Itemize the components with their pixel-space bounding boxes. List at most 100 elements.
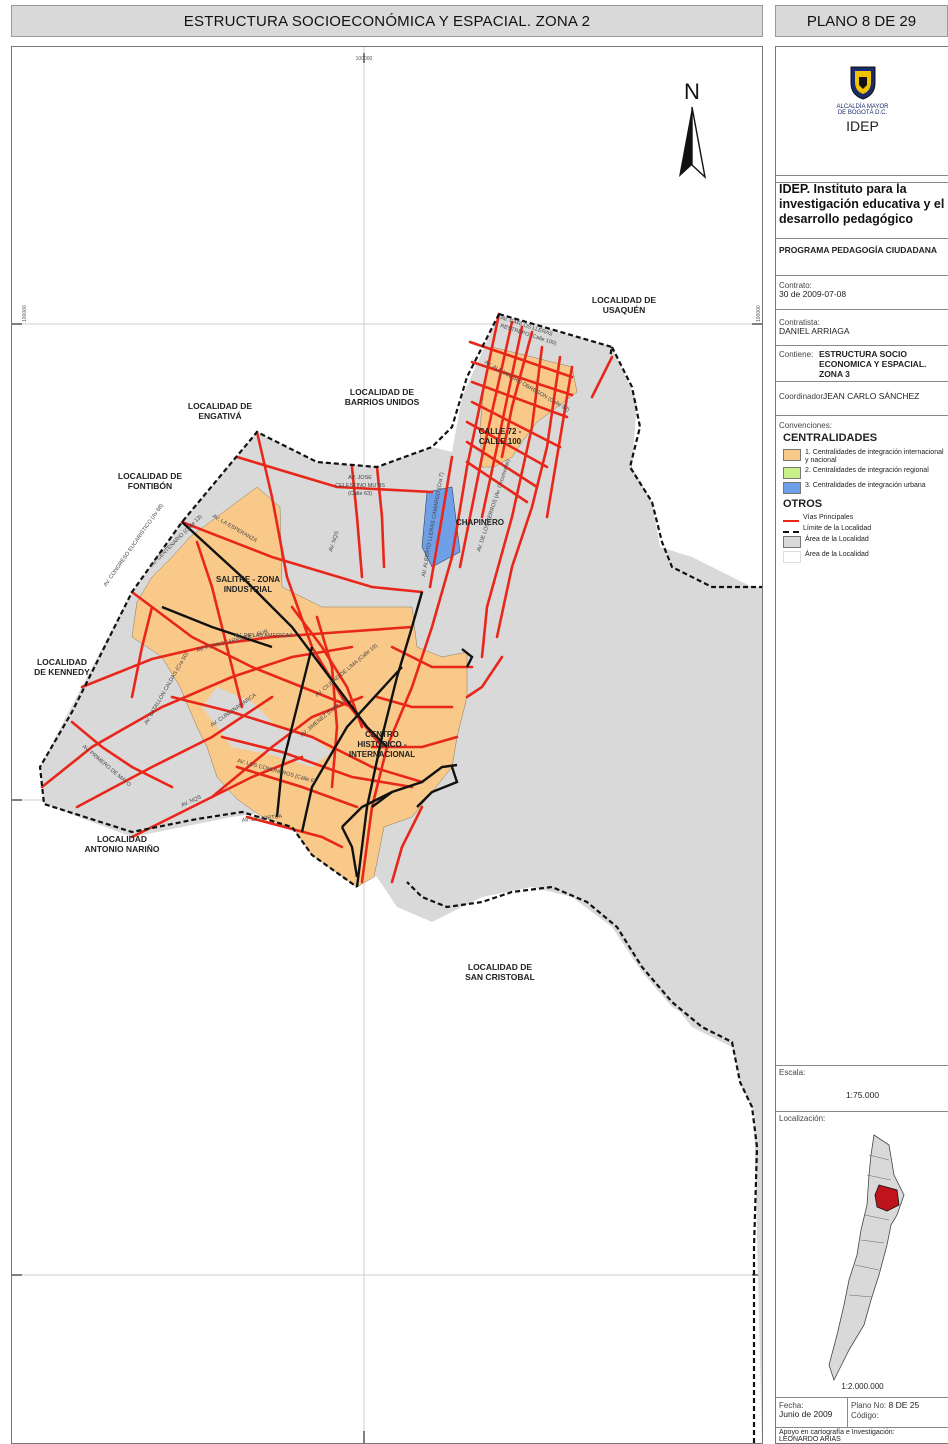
- logo-text: ALCALDÍA MAYOR DE BOGOTÁ D.C.: [779, 104, 946, 117]
- program-block: PROGRAMA PEDAGOGÍA CIUDADANA: [776, 239, 948, 276]
- legend-label: 3. Centralidades de integración urbana: [805, 482, 926, 490]
- legend-item-boundary: Límite de la Localidad: [783, 525, 946, 533]
- contractor-block: Contratista: DANIEL ARRIAGA: [776, 310, 948, 346]
- grid-label-left: 100000: [22, 305, 28, 322]
- conventions-label: Convenciones:: [779, 421, 832, 430]
- date-label: Fecha:: [779, 1401, 804, 1410]
- otros-title: OTROS: [783, 498, 823, 511]
- scale-block: Escala: 1:75.000: [776, 1066, 948, 1112]
- legend-panel: ALCALDÍA MAYOR DE BOGOTÁ D.C. IDEP IDEP.…: [775, 46, 948, 1444]
- logo-line2: DE BOGOTÁ D.C.: [837, 110, 888, 117]
- support-value: LEONARDO ARIAS: [779, 1436, 841, 1444]
- contract-label: Contrato:: [779, 281, 812, 290]
- date-value: Junio de 2009: [779, 1409, 833, 1420]
- location-scale: 1:2.000.000: [841, 1381, 884, 1391]
- legend-label: 1. Centralidades de integración internac…: [805, 448, 944, 464]
- legend-label: Área de la Localidad: [805, 535, 869, 543]
- contains-block: Contiene: ESTRUCTURA SOCIO ECONOMICA Y E…: [776, 346, 948, 382]
- legend-label: 2. Centralidades de integración regional: [805, 467, 929, 475]
- road-label-3: AV. JOSE: [348, 475, 372, 481]
- bogota-shield-icon: [850, 66, 875, 100]
- legend-label: Límite de la Localidad: [803, 524, 872, 532]
- legend-item-urban: 3. Centralidades de integración urbana: [783, 482, 946, 495]
- coordinator-label: Coordinador:: [779, 392, 826, 401]
- plano-code-cell: Plano No: 8 DE 25 Código:: [848, 1398, 948, 1427]
- contractor-value: DANIEL ARRIAGA: [779, 326, 850, 337]
- contract-value: 30 de 2009-07-08: [779, 289, 847, 300]
- locality-boundary-south: [406, 881, 759, 1443]
- location-block: Localización: 1:2.000.000: [776, 1112, 948, 1398]
- map-frame[interactable]: 100000 100000 100000: [11, 46, 763, 1444]
- contract-block: Contrato: 30 de 2009-07-08: [776, 276, 948, 310]
- main-roads: [40, 312, 614, 884]
- legend-item-international: 1. Centralidades de integración internac…: [783, 448, 946, 464]
- legend-item-white-area: Área de la Localidad: [783, 550, 946, 563]
- centrality-labels: CALLE 72 -CALLE 100 CHAPINERO SALITRE - …: [216, 427, 522, 759]
- zone-main-avenues: [161, 521, 474, 888]
- gray-swatch-icon: [783, 535, 801, 548]
- legend-label: Vías Principales: [803, 513, 854, 521]
- support-label: Apoyo en cartografía e Investigación:: [779, 1429, 895, 1436]
- road-label-4: CELESTINO MUTIS: [335, 483, 385, 489]
- centrality-label-0: CALLE 72 -CALLE 100: [479, 427, 522, 446]
- plano-no-value: 8 DE 25: [888, 1400, 920, 1410]
- logo-line1: ALCALDÍA MAYOR: [836, 103, 889, 110]
- date-block: Fecha: Junio de 2009 Plano No: 8 DE 25 C…: [776, 1398, 948, 1428]
- legend-item-gray-area: Área de la Localidad: [783, 535, 946, 548]
- coordinator-block: Coordinador: JEAN CARLO SÁNCHEZ: [776, 382, 948, 416]
- legend-item-regional: 2. Centralidades de integración regional: [783, 467, 946, 480]
- dashed-line-icon: [783, 525, 799, 533]
- road-label-19: AV. LA HORTUA: [242, 814, 283, 824]
- road-label-5: (Calle 63): [348, 491, 372, 497]
- date-cell: Fecha: Junio de 2009: [776, 1398, 848, 1427]
- legend-item-roads: Vías Principales: [783, 514, 946, 522]
- plano-no-label: Plano No:: [851, 1401, 887, 1410]
- contains-value: ESTRUCTURA SOCIO ECONOMICA Y ESPACIAL. Z…: [819, 349, 927, 379]
- zone-boundary: [38, 313, 500, 888]
- north-arrow-icon: N: [679, 79, 707, 179]
- legend-label: Área de la Localidad: [805, 550, 869, 558]
- grid-label-right: 100000: [756, 305, 762, 322]
- red-line-icon: [783, 514, 799, 522]
- road-label-10: AV. DE LAS AMERICAS: [234, 633, 293, 639]
- code-label: Código:: [851, 1410, 879, 1420]
- plano-number: PLANO 8 DE 29: [775, 5, 948, 37]
- location-map-icon: [828, 1134, 905, 1382]
- map-canvas[interactable]: 100000 100000 100000: [12, 47, 762, 1443]
- institution-block: IDEP. Instituto para la investigación ed…: [776, 175, 948, 239]
- grid-label-top: 100000: [356, 56, 373, 62]
- green-swatch-icon: [783, 467, 801, 480]
- institution-name: IDEP. Instituto para la investigación ed…: [779, 182, 945, 226]
- plano-number-text: PLANO 8 DE 29: [806, 12, 917, 30]
- coordinator-value: JEAN CARLO SÁNCHEZ: [823, 391, 920, 401]
- logo-block: ALCALDÍA MAYOR DE BOGOTÁ D.C. IDEP: [776, 47, 948, 183]
- map-title: ESTRUCTURA SOCIOECONÓMICA Y ESPACIAL. ZO…: [11, 5, 763, 37]
- scale-label: Escala:: [779, 1068, 806, 1077]
- locality-boundary-north: [498, 312, 762, 589]
- map-title-text: ESTRUCTURA SOCIOECONÓMICA Y ESPACIAL. ZO…: [183, 12, 591, 30]
- centrality-label-1: CHAPINERO: [456, 518, 504, 527]
- scale-value: 1:75.000: [845, 1090, 880, 1101]
- orange-swatch-icon: [783, 448, 801, 461]
- contractor-label: Contratista:: [779, 318, 820, 327]
- program-name: PROGRAMA PEDAGOGÍA CIUDADANA: [779, 245, 938, 255]
- location-label: Localización:: [779, 1114, 826, 1123]
- legend-block: Convenciones: CENTRALIDADES 1. Centralid…: [776, 416, 948, 1066]
- support-block: Apoyo en cartografía e Investigación: LE…: [776, 1428, 948, 1444]
- contains-label: Contiene:: [779, 350, 814, 359]
- white-swatch-icon: [783, 550, 801, 563]
- label-usaquen-l1: LOCALIDAD DE: [592, 295, 657, 305]
- idep-logo-text: IDEP: [846, 117, 879, 134]
- centralidades-title: CENTRALIDADES: [783, 432, 878, 445]
- north-label: N: [684, 79, 700, 104]
